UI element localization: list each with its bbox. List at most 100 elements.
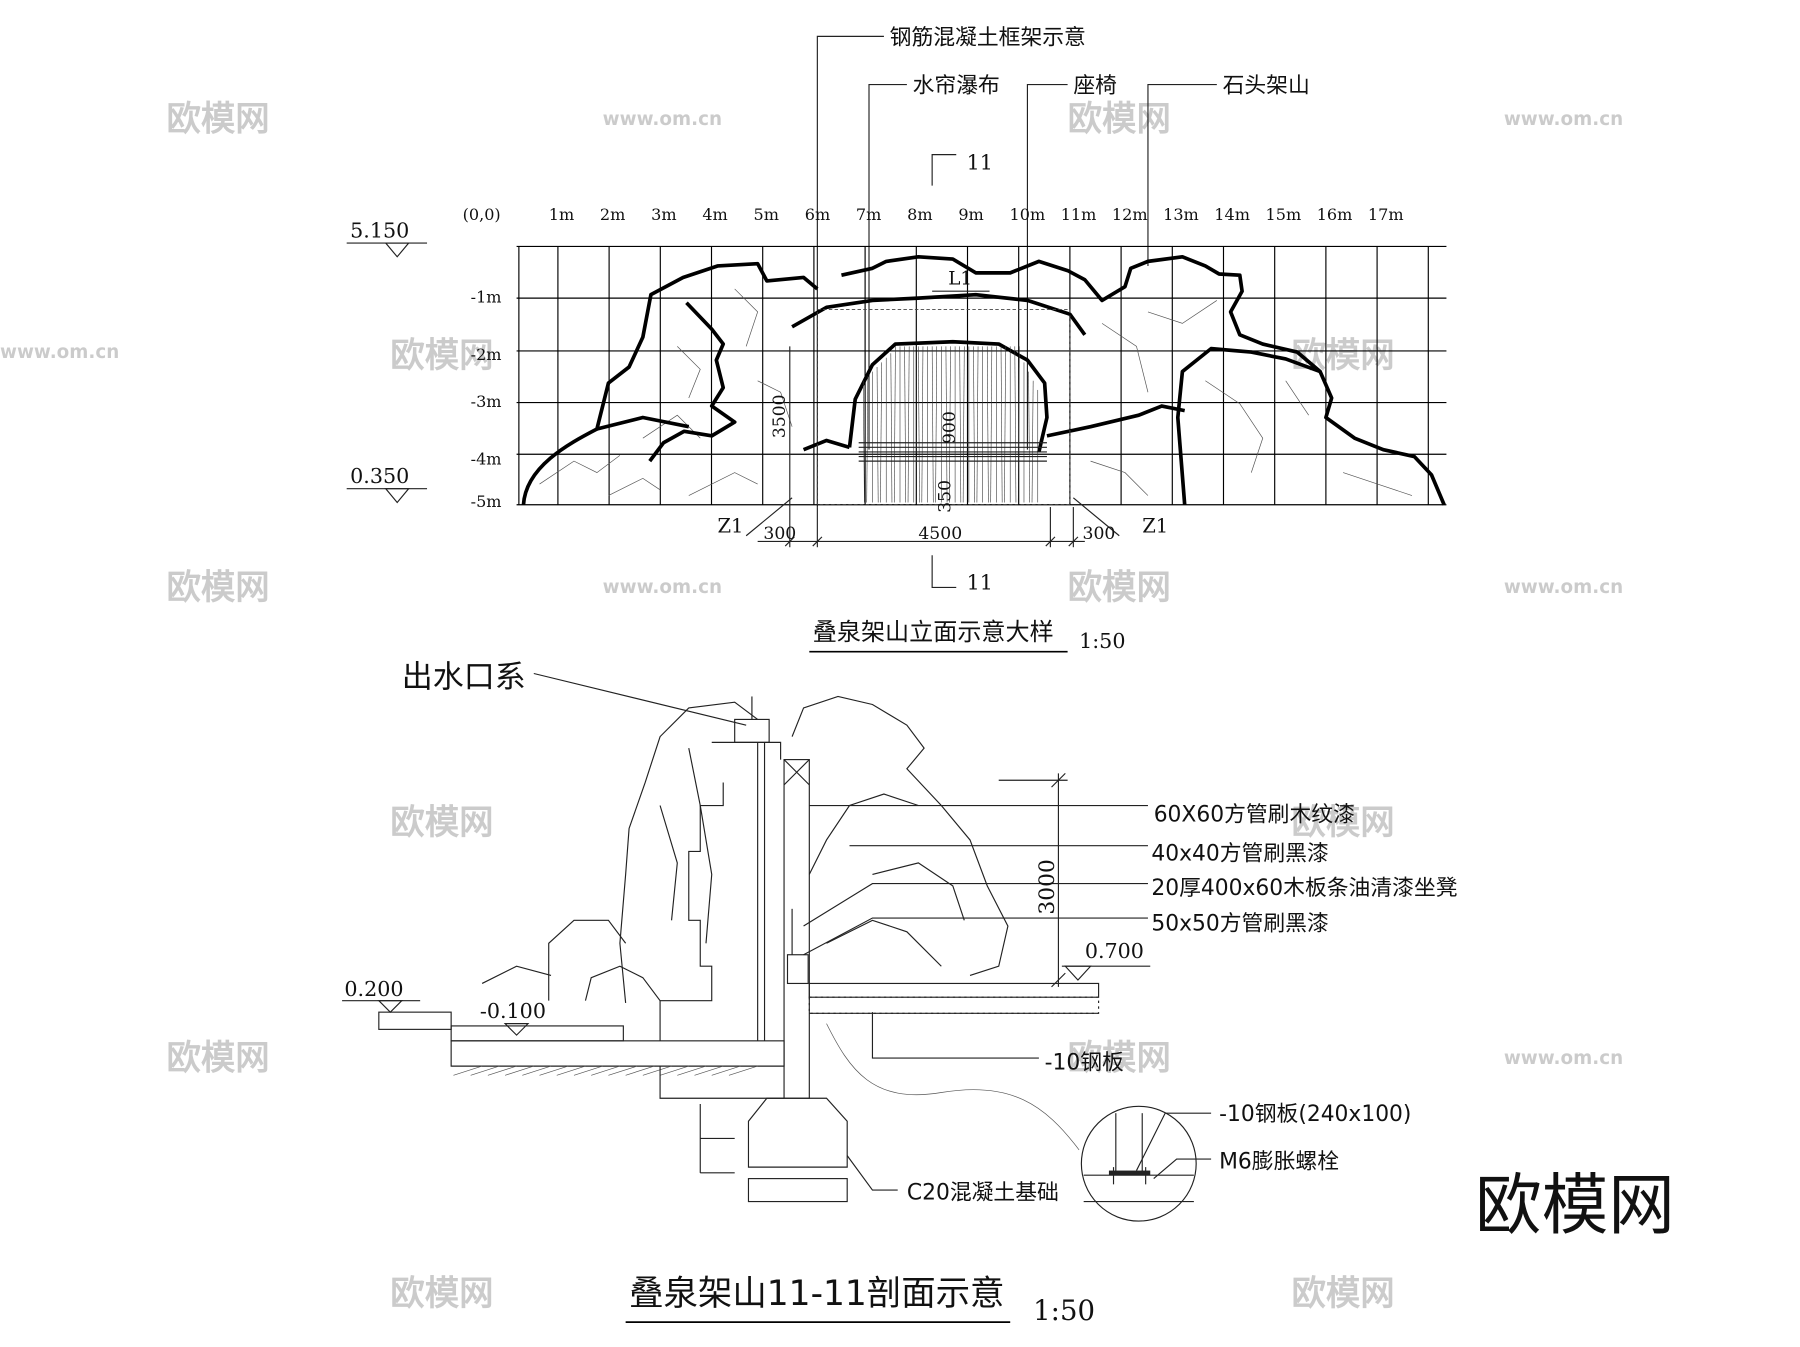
watermark-logo: 欧模网 bbox=[1068, 568, 1171, 608]
rock-texture bbox=[539, 288, 1413, 496]
waterfall-stroke bbox=[904, 346, 907, 503]
detail-bolt-label: M6膨胀螺栓 bbox=[1219, 1149, 1339, 1174]
waterfall-stroke bbox=[1017, 346, 1020, 503]
waterfall-stroke bbox=[862, 380, 865, 503]
level-top-value: 5.150 bbox=[350, 218, 409, 242]
y-axis-label: -3m bbox=[471, 392, 502, 411]
note-2: 40x40方管刷黑漆 bbox=[1151, 842, 1328, 867]
rock-outlines bbox=[521, 254, 1446, 506]
section-dimensions: 3000 0.700 0.200 -0.100 bbox=[342, 772, 1151, 1036]
z1-left: Z1 bbox=[717, 514, 743, 537]
steel-plate-label: -10钢板 bbox=[1045, 1051, 1124, 1076]
waterfall-stroke bbox=[866, 376, 869, 503]
waterfall-stroke bbox=[976, 346, 979, 503]
waterfall-stroke bbox=[890, 353, 893, 503]
waterfall-stroke bbox=[918, 346, 920, 503]
section-callouts: -10钢板 C20混凝土基础 bbox=[846, 1012, 1124, 1205]
watermark-url: www.om.cn bbox=[1504, 577, 1623, 598]
x-axis-label: 11m bbox=[1061, 205, 1097, 224]
level-bottom-value: 0.350 bbox=[350, 464, 409, 488]
y-axis-label: -2m bbox=[471, 345, 502, 364]
waterfall-stroke bbox=[935, 346, 938, 503]
watermark-logo: 欧模网 bbox=[166, 568, 269, 608]
y-axis-label: -1m bbox=[471, 288, 502, 307]
l1-label: L1 bbox=[948, 268, 972, 289]
waterfall-stroke bbox=[1031, 380, 1034, 503]
label-rockery: 石头架山 bbox=[1223, 74, 1310, 99]
z1-right: Z1 bbox=[1142, 514, 1168, 537]
x-axis-label: 1m bbox=[549, 205, 574, 224]
dim-3000: 3000 bbox=[1035, 859, 1060, 914]
level-marker-top: 5.150 bbox=[346, 218, 428, 258]
x-axis-label: 7m bbox=[856, 205, 881, 224]
grid bbox=[516, 245, 1447, 506]
waterfall-stroke bbox=[945, 346, 948, 503]
watermarks: 欧模网 www.om.cn 欧模网 www.om.cn www.om.cn 欧模… bbox=[0, 100, 1623, 1314]
waterfall-stroke bbox=[986, 346, 989, 503]
watermark-logo: 欧模网 bbox=[390, 803, 493, 843]
watermark-logo: 欧模网 bbox=[1068, 100, 1171, 140]
x-axis-label: 13m bbox=[1163, 205, 1199, 224]
waterfall-stroke bbox=[959, 346, 962, 503]
section-notes: 60X60方管刷木纹漆 40x40方管刷黑漆 20厚400x60木板条油清漆坐凳… bbox=[803, 803, 1458, 956]
elevation-scale: 1:50 bbox=[1079, 629, 1125, 653]
waterfall-stroke bbox=[921, 346, 924, 503]
detail-plate-label: -10钢板(240x100) bbox=[1219, 1102, 1411, 1127]
dim-350: 350 bbox=[936, 480, 956, 513]
watermark-url: www.om.cn bbox=[603, 577, 722, 598]
x-axis-label: 12m bbox=[1112, 205, 1148, 224]
note-1: 60X60方管刷木纹漆 bbox=[1154, 803, 1355, 828]
level-0200: 0.200 bbox=[344, 977, 403, 1001]
waterfall-stroke bbox=[962, 346, 965, 503]
elevation-leaders: 钢筋混凝土框架示意 水帘瀑布 座椅 石头架山 11 11 bbox=[816, 25, 1310, 595]
x-axis-label: 16m bbox=[1317, 205, 1353, 224]
waterfall-stroke bbox=[931, 346, 934, 503]
waterfall-stroke bbox=[1014, 346, 1017, 503]
watermark-logo: 欧模网 bbox=[1291, 1274, 1394, 1314]
level-0700: 0.700 bbox=[1085, 939, 1144, 963]
watermark-logo: 欧模网 bbox=[1068, 1039, 1171, 1079]
watermark-logo: 欧模网 bbox=[1291, 803, 1394, 843]
watermark-logo: 欧模网 bbox=[1291, 336, 1394, 376]
section-mark-top: 11 bbox=[967, 151, 993, 175]
level-neg0100: -0.100 bbox=[480, 999, 546, 1023]
brand-logo: 欧模网 bbox=[1475, 1166, 1675, 1244]
x-axis-label: 3m bbox=[651, 205, 676, 224]
x-axis-label: 14m bbox=[1214, 205, 1250, 224]
waterfall-stroke bbox=[893, 346, 896, 503]
level-marker-bottom: 0.350 bbox=[346, 464, 428, 504]
x-axis-label: 5m bbox=[754, 205, 779, 224]
watermark-logo: 欧模网 bbox=[166, 100, 269, 140]
waterfall-stroke bbox=[1028, 371, 1031, 503]
section-view: 出水口系 bbox=[342, 659, 1675, 1327]
elevation-title: 叠泉架山立面示意大样 bbox=[813, 618, 1054, 646]
watermark-logo: 欧模网 bbox=[390, 336, 493, 376]
y-axis-label: -5m bbox=[471, 492, 502, 511]
y-axis-labels: -1m -2m -3m -4m -5m bbox=[471, 288, 502, 511]
detail-bubble: -10钢板(240x100) M6膨胀螺栓 bbox=[1080, 1102, 1411, 1222]
label-bench: 座椅 bbox=[1073, 74, 1117, 99]
section-scale: 1:50 bbox=[1033, 1295, 1095, 1327]
note-4: 50x50方管刷黑漆 bbox=[1151, 912, 1328, 937]
waterfall-stroke bbox=[1004, 346, 1006, 503]
dim-3500: 3500 bbox=[770, 394, 790, 438]
section-mark-bottom: 11 bbox=[967, 571, 993, 595]
watermark-url: www.om.cn bbox=[0, 342, 119, 363]
outlet-label: 出水口系 bbox=[402, 659, 526, 695]
waterfall-stroke bbox=[907, 346, 910, 503]
y-axis-label: -4m bbox=[471, 450, 502, 469]
label-frame: 钢筋混凝土框架示意 bbox=[890, 25, 1086, 50]
waterfall-stroke bbox=[949, 346, 951, 503]
waterfall-hatch bbox=[862, 346, 1039, 503]
x-axis-label: 2m bbox=[600, 205, 625, 224]
waterfall-curtain: L1 bbox=[816, 268, 1071, 506]
watermark-logo: 欧模网 bbox=[390, 1274, 493, 1314]
waterfall-stroke bbox=[1000, 346, 1003, 503]
x-axis-label: 9m bbox=[958, 205, 983, 224]
x-axis-label: 17m bbox=[1368, 205, 1404, 224]
label-waterfall: 水帘瀑布 bbox=[913, 74, 1000, 99]
foundation-label: C20混凝土基础 bbox=[907, 1180, 1059, 1205]
origin-label: (0,0) bbox=[463, 205, 501, 224]
